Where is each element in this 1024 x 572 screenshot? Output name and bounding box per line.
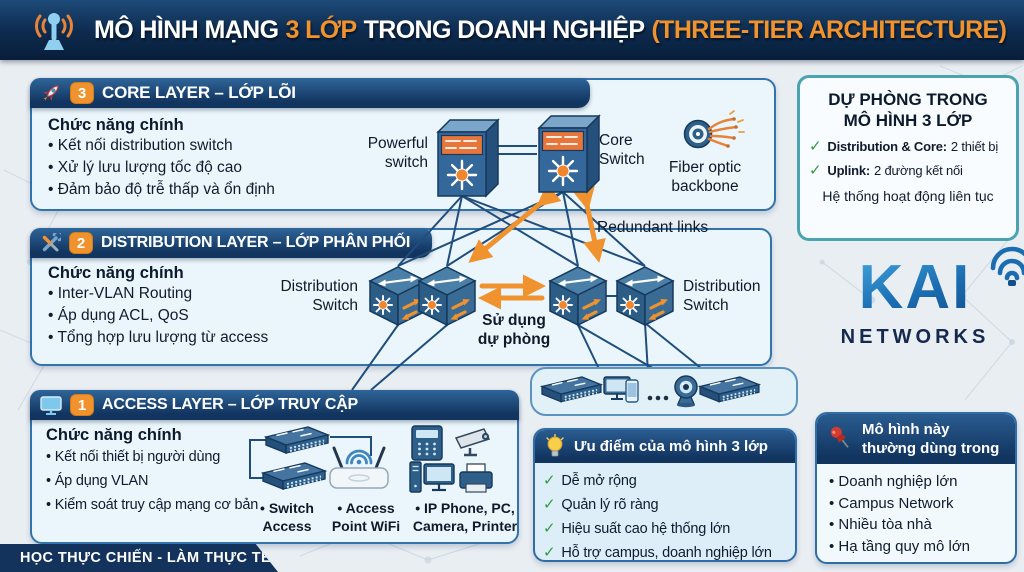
core-functions-subtitle: Chức năng chính xyxy=(48,116,184,134)
core-switch-label: Core Switch xyxy=(599,132,645,168)
benefit-item: ✓ Hỗ trợ campus, doanh nghiệp lớn xyxy=(543,541,787,561)
benefit-item: ✓ Dễ mở rộng xyxy=(543,469,787,493)
access-bullet: • Kiểm soát truy cập mạng cơ bản xyxy=(46,497,259,513)
device-switch-icon xyxy=(541,376,602,403)
powerful-switch-label: Powerful switch xyxy=(367,135,428,171)
distribution-switch-right-label: Distribution Switch xyxy=(683,278,761,314)
distribution-switch-left-label: Distribution Switch xyxy=(280,278,358,314)
check-icon: ✓ xyxy=(809,137,822,155)
endpoint-devices-label: • IP Phone, PC, Camera, Printer xyxy=(412,500,518,534)
core-layer-panel: 3 CORE LAYER – LỚP LÕI Chức năng chính •… xyxy=(30,78,776,211)
benefits-header: Ưu điểm của mô hình 3 lớp xyxy=(535,430,795,463)
distribution-layer-header: 2 DISTRIBUTION LAYER – LỚP PHÂN PHỐI xyxy=(30,228,432,258)
lightbulb-icon xyxy=(545,434,565,459)
redundancy-item-value: 2 đường kết nối xyxy=(874,163,963,178)
benefit-text: Hỗ trợ campus, doanh nghiệp lớn xyxy=(561,545,772,561)
ellipsis-dots xyxy=(647,395,669,401)
core-layer-header: 3 CORE LAYER – LỚP LÕI xyxy=(30,78,590,108)
distribution-bullet: • Inter-VLAN Routing xyxy=(48,285,193,302)
access-layer-header: 1 ACCESS LAYER – LỚP TRUY CẬP xyxy=(30,390,519,420)
access-point-wifi-label: • Access Point WiFi xyxy=(331,500,401,534)
benefits-box: Ưu điểm của mô hình 3 lớp ✓ Dễ mở rộng ✓ Q… xyxy=(533,428,797,562)
antenna-icon xyxy=(26,6,82,54)
redundancy-item-value: 2 thiết bị xyxy=(950,139,999,154)
usage-item: • Hạ tầng quy mô lớn xyxy=(829,537,970,555)
fiber-optic-label: Fiber optic backbone xyxy=(668,159,742,195)
check-icon: ✓ xyxy=(809,161,822,179)
wifi-signal-icon xyxy=(983,244,1024,286)
logo-kai-text: KAI xyxy=(858,253,972,322)
usage-title-line1: Mô hình này xyxy=(862,421,950,438)
redundancy-item-label: Uplink: xyxy=(827,163,871,178)
distribution-functions-subtitle: Chức năng chính xyxy=(48,264,184,282)
redundancy-footer-note: Hệ thống hoạt động liên tục xyxy=(822,188,994,204)
benefit-text: Hiệu suất cao hệ thống lớn xyxy=(561,521,731,537)
core-layer-title: CORE LAYER – LỚP LÕI xyxy=(102,83,296,102)
distribution-layer-badge: 2 xyxy=(69,232,93,254)
check-icon: ✓ xyxy=(543,519,556,537)
core-bullet: • Kết nối distribution switch xyxy=(48,137,233,154)
core-layer-badge: 3 xyxy=(70,82,94,104)
check-icon: ✓ xyxy=(543,543,556,561)
logo-networks-text: NETWORKS xyxy=(840,326,990,348)
usage-box: Mô hình này thường dùng trong • Doanh ng… xyxy=(815,412,1017,564)
title-part1: MÔ HÌNH MẠNG xyxy=(94,15,279,44)
core-bullet: • Đảm bảo độ trễ thấp và ổn định xyxy=(48,181,275,198)
benefit-text: Quản lý rõ ràng xyxy=(561,497,659,513)
monitor-icon xyxy=(40,395,62,415)
check-icon: ✓ xyxy=(543,471,556,489)
redundant-links-label: Redundant links xyxy=(597,219,709,236)
rocket-icon xyxy=(40,82,62,104)
device-switch-icon xyxy=(699,376,760,403)
benefit-text: Dễ mở rộng xyxy=(561,473,637,489)
redundancy-title-line1: DỰ PHÒNG TRONG xyxy=(828,90,988,109)
access-layer-badge: 1 xyxy=(70,394,94,416)
access-layer-title: ACCESS LAYER – LỚP TRUY CẬP xyxy=(102,396,359,413)
title-part3: (THREE-TIER ARCHITECTURE) xyxy=(651,15,1007,44)
benefits-title: Ưu điểm của mô hình 3 lớp xyxy=(574,438,768,455)
webcam-icon xyxy=(674,375,698,408)
redundancy-info-box: DỰ PHÒNG TRONG MÔ HÌNH 3 LỚP ✓ Distribut… xyxy=(797,75,1019,241)
check-icon: ✓ xyxy=(543,495,556,513)
usage-header: Mô hình này thường dùng trong xyxy=(817,414,1015,464)
usage-item: • Campus Network xyxy=(829,494,954,512)
kai-networks-logo: KAI NETWORKS xyxy=(812,246,1024,397)
access-bullet: • Áp dụng VLAN xyxy=(46,473,149,489)
redundancy-item: ✓ Uplink: 2 đường kết nối xyxy=(809,161,1016,179)
pushpin-icon xyxy=(827,425,853,453)
usage-item: • Doanh nghiệp lớn xyxy=(829,473,958,490)
title-part2: TRONG DOANH NGHIỆP xyxy=(363,15,645,44)
access-layer-functions: Chức năng chính • Kết nối thiết bị người… xyxy=(46,426,258,517)
device-phone-icon xyxy=(625,379,639,403)
footer-slogan: HỌC THỰC CHIẾN - LÀM THỰC TẾ xyxy=(20,550,272,566)
usage-item: • Nhiều tòa nhà xyxy=(829,516,932,533)
usage-title-line2: thường dùng trong xyxy=(862,440,1000,457)
footer-banner: HỌC THỰC CHIẾN - LÀM THỰC TẾ xyxy=(0,544,278,572)
connected-devices-box xyxy=(530,367,798,416)
core-layer-functions: Chức năng chính • Kết nối distribution s… xyxy=(48,116,275,201)
access-functions-subtitle: Chức năng chính xyxy=(46,426,182,444)
benefit-item: ✓ Quản lý rõ ràng xyxy=(543,493,787,517)
device-monitor-icon xyxy=(603,376,639,403)
benefit-item: ✓ Hiệu suất cao hệ thống lớn xyxy=(543,517,787,541)
redundancy-title-line2: MÔ HÌNH 3 LỚP xyxy=(843,111,973,130)
access-bullet: • Kết nối thiết bị người dùng xyxy=(46,449,221,465)
distribution-layer-panel: 2 DISTRIBUTION LAYER – LỚP PHÂN PHỐI Chứ… xyxy=(30,228,772,366)
distribution-layer-functions: Chức năng chính • Inter-VLAN Routing • Á… xyxy=(48,264,268,349)
redundancy-item: ✓ Distribution & Core: 2 thiết bị xyxy=(809,137,1016,155)
redundancy-usage-label: Sử dụng dự phòng xyxy=(477,312,551,348)
redundancy-item-label: Distribution & Core: xyxy=(827,139,947,154)
core-bullet: • Xử lý lưu lượng tốc độ cao xyxy=(48,159,243,176)
distribution-layer-title: DISTRIBUTION LAYER – LỚP PHÂN PHỐI xyxy=(101,234,411,251)
switch-access-label: • Switch Access xyxy=(260,500,314,534)
title-highlight: 3 LỚP xyxy=(285,15,357,44)
distribution-bullet: • Tổng hợp lưu lượng từ access xyxy=(48,329,269,346)
distribution-bullet: • Áp dụng ACL, QoS xyxy=(48,307,189,324)
tools-icon xyxy=(40,232,61,254)
